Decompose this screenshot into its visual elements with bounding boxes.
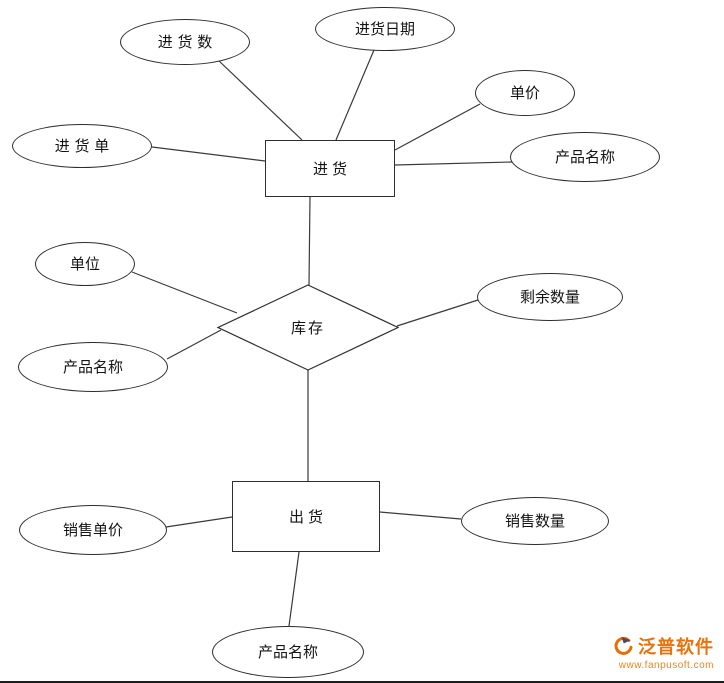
attribute-product-name-shipment: 产品名称 — [212, 626, 364, 678]
watermark-brand: 泛普软件 — [638, 637, 714, 657]
attribute-label: 销售单价 — [62, 521, 123, 539]
fanpu-logo-icon — [613, 636, 633, 656]
relation-inventory-shape — [216, 284, 400, 371]
connector-purchase-order — [151, 146, 266, 162]
attribute-unit: 单位 — [35, 242, 135, 286]
attribute-label: 单位 — [69, 255, 100, 273]
attribute-remaining-quantity: 剩余数量 — [477, 273, 623, 321]
attribute-label: 剩余数量 — [519, 288, 580, 306]
relation-inventory: 库存 — [258, 312, 358, 342]
attribute-label: 进货日期 — [354, 20, 415, 38]
attribute-label: 产品名称 — [257, 643, 318, 661]
connector-unit-price — [394, 103, 481, 151]
watermark: 泛普软件 www.fanpusoft.com — [613, 633, 714, 671]
connector-purchase-date — [335, 49, 375, 141]
attribute-product-name-inventory: 产品名称 — [18, 342, 168, 392]
attribute-product-name-purchase: 产品名称 — [510, 132, 660, 182]
attribute-label: 单价 — [509, 84, 540, 102]
connector-product-name-purchase — [394, 161, 513, 166]
attribute-label: 产品名称 — [62, 358, 123, 376]
connector-product-name-inventory — [166, 329, 222, 360]
connector-sales-unit-price — [165, 516, 233, 528]
connector-unit — [131, 271, 238, 314]
watermark-url: www.fanpusoft.com — [618, 660, 714, 671]
entity-label: 进货 — [312, 159, 351, 178]
connector-remaining-quantity — [396, 299, 479, 327]
attribute-purchase-date: 进货日期 — [315, 7, 455, 51]
connector-purchase-quantity — [217, 59, 303, 141]
bottom-border — [0, 681, 724, 683]
connector-purchase-inventory — [308, 196, 311, 286]
attribute-label: 进 货 单 — [54, 137, 110, 155]
attribute-sales-unit-price: 销售单价 — [19, 505, 167, 555]
attribute-purchase-quantity: 进 货 数 — [120, 19, 250, 65]
attribute-sales-quantity: 销售数量 — [461, 497, 609, 545]
connector-product-name-shipment — [288, 551, 300, 627]
attribute-purchase-order: 进 货 单 — [12, 124, 152, 168]
attribute-label: 销售数量 — [504, 512, 565, 530]
attribute-unit-price: 单价 — [475, 70, 575, 116]
entity-shipment: 出货 — [232, 481, 380, 552]
connector-sales-quantity — [379, 511, 462, 520]
entity-label: 出货 — [288, 507, 327, 526]
entity-purchase: 进货 — [265, 140, 395, 197]
attribute-label: 进 货 数 — [157, 33, 213, 51]
relation-label: 库存 — [290, 318, 325, 337]
attribute-label: 产品名称 — [554, 148, 615, 166]
